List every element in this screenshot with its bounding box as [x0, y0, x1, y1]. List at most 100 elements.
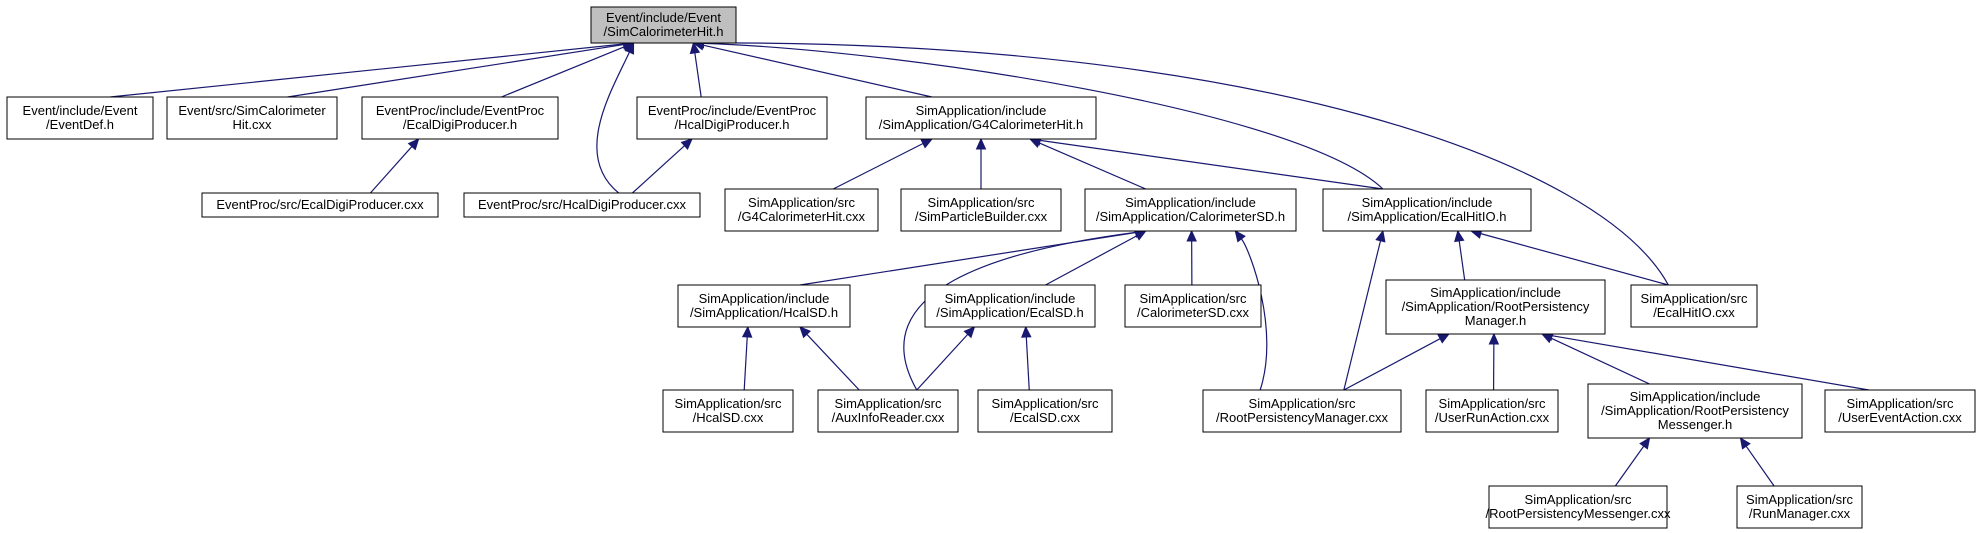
edge-line — [832, 142, 924, 190]
node-event-include-event-simcalorimeterhit-h[interactable]: Event/include/Event/SimCalorimeterHit.h — [590, 6, 737, 44]
node-box — [1488, 485, 1668, 529]
edge-line — [1025, 336, 1030, 391]
node-simapplication-src-userrunaction-cxx[interactable]: SimApplication/src/UserRunAction.cxx — [1425, 389, 1559, 433]
edge-g4calhitcxx-to-g4calhith — [832, 138, 934, 190]
node-eventproc-src-ecaldigiproducer-cxx[interactable]: EventProc/src/EcalDigiProducer.cxx — [201, 192, 439, 218]
edge-eventdef-to-root — [110, 38, 635, 98]
edge-line — [369, 146, 413, 194]
node-box — [1824, 389, 1976, 433]
edge-ecalhitiocxx-to-root — [692, 37, 1669, 286]
node-label-line: /RunManager.cxx — [1749, 506, 1851, 521]
edge-line — [703, 44, 933, 98]
edge-rootpmcxx-to-ecalhitioh — [1343, 229, 1386, 391]
node-simapplication-include-simapplication-ecalsd-h[interactable]: SimApplication/include/SimApplication/Ec… — [924, 284, 1096, 328]
node-event-src-simcalorimeterhit-cxx[interactable]: Event/src/SimCalorimeterHit.cxx — [166, 96, 338, 140]
node-event-include-event-eventdef-h[interactable]: Event/include/Event/EventDef.h — [6, 96, 154, 140]
edge-line — [1550, 337, 1650, 385]
edge-line — [1343, 240, 1382, 391]
node-label-line: /SimApplication/EcalSD.h — [936, 305, 1083, 320]
node-label-line: SimApplication/src — [1525, 492, 1632, 507]
node-box — [6, 96, 154, 140]
node-label-line: SimApplication/include — [1362, 195, 1493, 210]
node-box — [636, 96, 828, 140]
node-label-line: SimApplication/include — [916, 103, 1047, 118]
node-box — [1587, 383, 1803, 439]
node-label-line: Manager.h — [1465, 313, 1526, 328]
edge-line — [703, 42, 1384, 190]
node-simapplication-include-simapplication-rootpersistencymanager-h[interactable]: SimApplication/include/SimApplication/Ro… — [1385, 279, 1606, 335]
node-label-line: SimApplication/src — [928, 195, 1035, 210]
node-label-line: /RootPersistencyManager.cxx — [1216, 410, 1388, 425]
edge-rootpmesscxx-to-rootpmessh — [1614, 437, 1651, 487]
node-label-line: /SimParticleBuilder.cxx — [915, 209, 1048, 224]
edge-ecaldigih-to-root — [501, 42, 635, 98]
node-simapplication-include-simapplication-rootpersistencymessenger-h[interactable]: SimApplication/include/SimApplication/Ro… — [1587, 383, 1803, 439]
edge-hcalsdh-to-calsdh — [799, 227, 1147, 286]
node-label-line: /HcalDigiProducer.h — [675, 117, 790, 132]
node-label-line: Messenger.h — [1658, 417, 1732, 432]
edge-line — [501, 46, 625, 98]
node-label-line: /SimCalorimeterHit.h — [604, 24, 724, 39]
node-simapplication-include-simapplication-hcalsd-h[interactable]: SimApplication/include/SimApplication/Hc… — [677, 284, 851, 328]
edge-hcaldigih-to-root — [689, 41, 702, 98]
edge-rootpmcxx-to-rootpmh — [1343, 333, 1451, 391]
node-box — [166, 96, 338, 140]
edge-arrowhead — [741, 325, 753, 338]
edge-rootpmessh-to-rootpmh — [1540, 333, 1650, 385]
node-label-line: /UserRunAction.cxx — [1435, 410, 1550, 425]
node-eventproc-include-eventproc-hcaldigiproducer-h[interactable]: EventProc/include/EventProc/HcalDigiProd… — [636, 96, 828, 140]
node-label-line: SimApplication/src — [1746, 492, 1853, 507]
node-simapplication-src-g4calorimeterhit-cxx[interactable]: SimApplication/src/G4CalorimeterHit.cxx — [724, 188, 879, 232]
node-label-line: SimApplication/include — [1630, 389, 1761, 404]
node-simapplication-src-simparticlebuilder-cxx[interactable]: SimApplication/src/SimParticleBuilder.cx… — [900, 188, 1062, 232]
edge-line — [916, 333, 969, 391]
node-label-line: EventProc/src/HcalDigiProducer.cxx — [478, 197, 687, 212]
node-simapplication-src-rootpersistencymessenger-cxx[interactable]: SimApplication/src/RootPersistencyMessen… — [1486, 485, 1671, 529]
node-label-line: /EventDef.h — [46, 117, 114, 132]
node-label-line: Event/src/SimCalorimeter — [178, 103, 326, 118]
node-simapplication-src-auxinforeader-cxx[interactable]: SimApplication/src/AuxInfoReader.cxx — [817, 389, 959, 433]
edge-auxinfo-to-hcalsdh — [799, 326, 860, 391]
edge-hcalsdcxx-to-hcalsdh — [741, 325, 753, 391]
node-simapplication-src-calorimetersd-cxx[interactable]: SimApplication/src/CalorimeterSD.cxx — [1124, 284, 1262, 328]
edge-line — [631, 145, 685, 194]
edge-arrowhead — [1488, 332, 1500, 345]
node-label-line: SimApplication/src — [835, 396, 942, 411]
node-eventproc-include-eventproc-ecaldigiproducer-h[interactable]: EventProc/include/EventProc/EcalDigiProd… — [361, 96, 559, 140]
node-label-line: EventProc/src/EcalDigiProducer.cxx — [216, 197, 424, 212]
node-simapplication-src-usereventaction-cxx[interactable]: SimApplication/src/UserEventAction.cxx — [1824, 389, 1976, 433]
node-label-line: /SimApplication/RootPersistency — [1402, 299, 1590, 314]
node-label-line: /EcalHitIO.cxx — [1653, 305, 1735, 320]
node-label-line: /G4CalorimeterHit.cxx — [738, 209, 866, 224]
edge-line — [1038, 142, 1146, 190]
node-box — [1630, 284, 1758, 328]
node-simapplication-src-ecalsd-cxx[interactable]: SimApplication/src/EcalSD.cxx — [977, 389, 1113, 433]
node-label-line: /UserEventAction.cxx — [1838, 410, 1962, 425]
edge-line — [903, 231, 1136, 391]
node-box — [590, 6, 737, 44]
node-label-line: /SimApplication/G4CalorimeterHit.h — [879, 117, 1083, 132]
edge-calsdcxx-to-calsdh — [1186, 229, 1197, 286]
node-simapplication-src-runmanager-cxx[interactable]: SimApplication/src/RunManager.cxx — [1736, 485, 1863, 529]
edge-arrowhead — [1186, 229, 1197, 242]
node-simapplication-include-simapplication-g4calorimeterhit-h[interactable]: SimApplication/include/SimApplication/G4… — [865, 96, 1097, 140]
node-simapplication-src-ecalhitio-cxx[interactable]: SimApplication/src/EcalHitIO.cxx — [1630, 284, 1758, 328]
node-label-line: EventProc/include/EventProc — [376, 103, 545, 118]
edge-line — [596, 51, 630, 194]
edge-line — [1745, 445, 1775, 487]
node-simapplication-include-simapplication-calorimetersd-h[interactable]: SimApplication/include/SimApplication/Ca… — [1084, 188, 1297, 232]
node-box — [463, 192, 701, 218]
edge-ecaldigicxx-to-ecaldigih — [369, 138, 420, 194]
edge-arrowhead — [1454, 229, 1465, 243]
node-label-line: /HcalSD.cxx — [693, 410, 764, 425]
node-simapplication-src-rootpersistencymanager-cxx[interactable]: SimApplication/src/RootPersistencyManage… — [1202, 389, 1402, 433]
node-simapplication-src-hcalsd-cxx[interactable]: SimApplication/src/HcalSD.cxx — [662, 389, 794, 433]
node-label-line: /CalorimeterSD.cxx — [1137, 305, 1249, 320]
edge-ecalhitiocxx-to-ecalhitioh — [1469, 228, 1669, 286]
node-eventproc-src-hcaldigiproducer-cxx[interactable]: EventProc/src/HcalDigiProducer.cxx — [463, 192, 701, 218]
edge-line — [1039, 139, 1383, 190]
edge-line — [1045, 235, 1138, 286]
node-box — [361, 96, 559, 140]
node-simapplication-include-simapplication-ecalhitio-h[interactable]: SimApplication/include/SimApplication/Ec… — [1322, 188, 1532, 232]
